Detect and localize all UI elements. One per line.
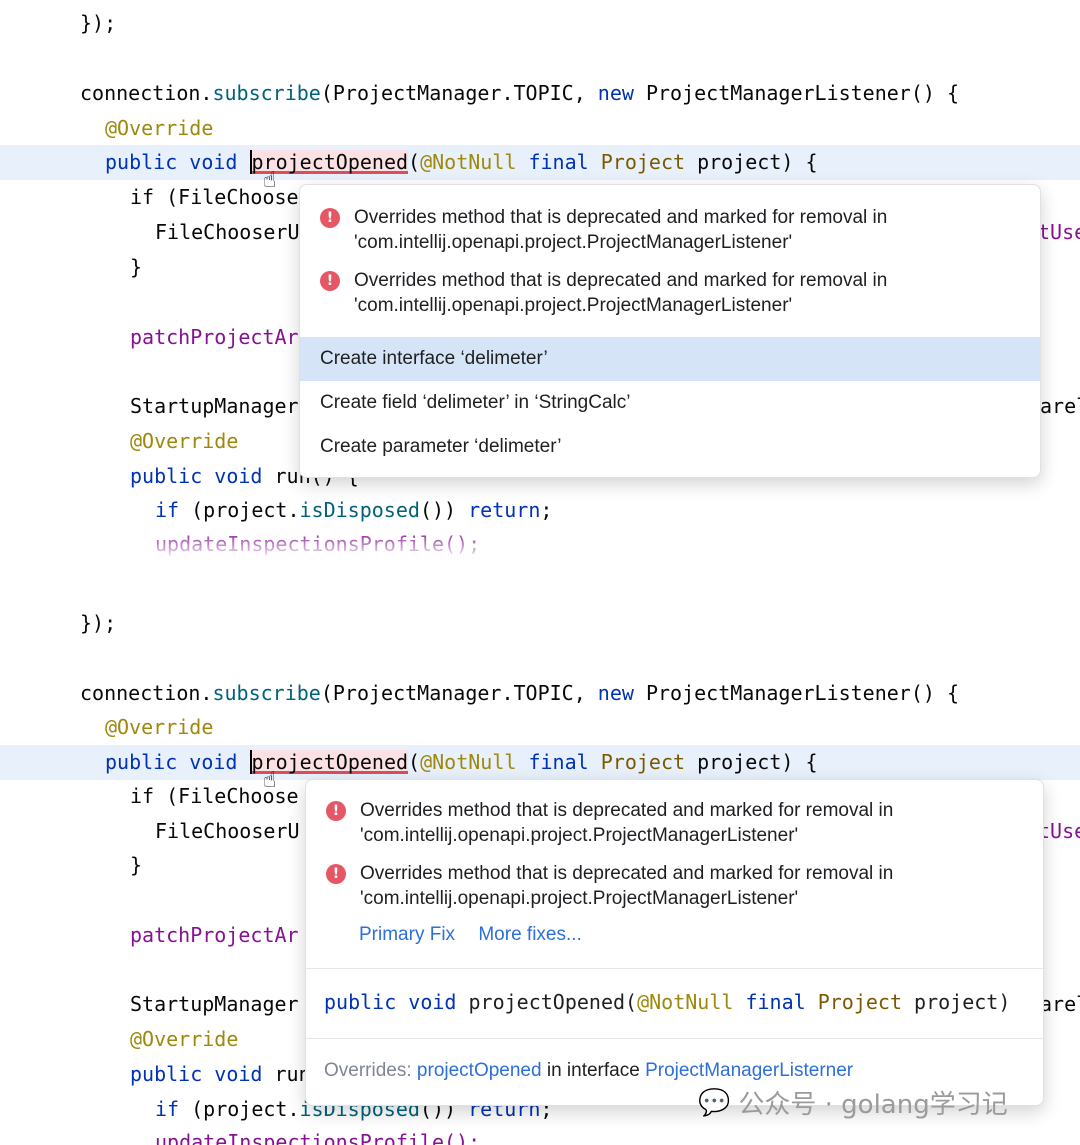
code-line: connection.subscribe(ProjectManager.TOPI… [80,81,960,105]
code-editor-bottom: }); connection.subscribe(ProjectManager.… [0,590,1080,1145]
hand-cursor-icon: ☝ [263,168,277,193]
divider [306,968,1043,969]
overrides-interface-link[interactable]: ProjectManagerListerner [645,1060,854,1081]
overrides-method-link[interactable]: projectOpened [416,1060,542,1081]
menu-item-create-interface[interactable]: Create interface ‘delimeter’ [300,337,1040,381]
code-line: StartupManagerarel [130,394,1080,418]
menu-item-create-parameter[interactable]: Create parameter ‘delimeter’ [320,436,562,457]
divider [306,1038,1043,1039]
deprecation-warning: ! Overrides method that is deprecated an… [326,861,1010,911]
method-signature: public void projectOpened(@NotNull final… [324,990,1011,1014]
deprecation-warning: ! Overrides method that is deprecated an… [320,268,1004,318]
code-line: if (project.isDisposed()) return; [155,498,553,522]
editor-fade [0,530,1080,560]
code-line: @Override [130,429,239,453]
code-line: } [130,853,143,877]
code-line: patchProjectAr [130,325,299,349]
code-line: if (FileChoose [130,185,299,209]
error-icon: ! [326,801,346,821]
deprecation-warning: ! Overrides method that is deprecated an… [320,205,1004,255]
error-icon: ! [326,864,346,884]
code-line: @Override [105,116,214,140]
code-line: public void run() { [130,464,359,488]
code-line: FileChooserUtUse [155,220,1080,244]
code-line: }); [80,11,117,35]
error-icon: ! [320,271,340,291]
error-highlight[interactable]: projectOpened [249,750,409,774]
code-line: updateInspectionsProfile(); [155,1130,481,1145]
menu-item-create-field[interactable]: Create field ‘delimeter’ in ‘StringCalc’ [320,392,631,413]
error-highlight[interactable]: projectOpened [249,150,409,174]
more-fixes-link[interactable]: More fixes... [478,924,582,945]
inspection-popup: ! Overrides method that is deprecated an… [305,779,1044,1106]
code-line: @Override [130,1027,239,1051]
code-line: connection.subscribe(ProjectManager.TOPI… [80,681,960,705]
code-line-current: public void projectOpened(@NotNull final… [0,745,1080,780]
code-line: }); [80,611,117,635]
overrides-info: Overrides: projectOpened in interface Pr… [324,1060,854,1081]
watermark: 💬 公众号 · golang学习记 [698,1087,1008,1121]
code-line: } [130,255,143,279]
error-icon: ! [320,208,340,228]
code-line: FileChooserUtUse [155,819,1080,843]
code-line: StartupManagerarel [130,992,1080,1016]
fix-links: Primary Fix More fixes... [359,924,600,946]
deprecation-warning: ! Overrides method that is deprecated an… [326,798,1010,848]
quickfix-popup: ! Overrides method that is deprecated an… [299,184,1041,478]
code-line: if (FileChoose [130,784,299,808]
code-line: patchProjectAr [130,923,299,947]
primary-fix-link[interactable]: Primary Fix [359,924,456,945]
wechat-icon: 💬 [698,1087,731,1118]
code-line: @Override [105,715,214,739]
code-editor-top: }); connection.subscribe(ProjectManager.… [0,0,1080,560]
code-line-current: public void projectOpened(@NotNull final… [0,145,1080,180]
hand-cursor-icon: ☝ [263,768,277,793]
